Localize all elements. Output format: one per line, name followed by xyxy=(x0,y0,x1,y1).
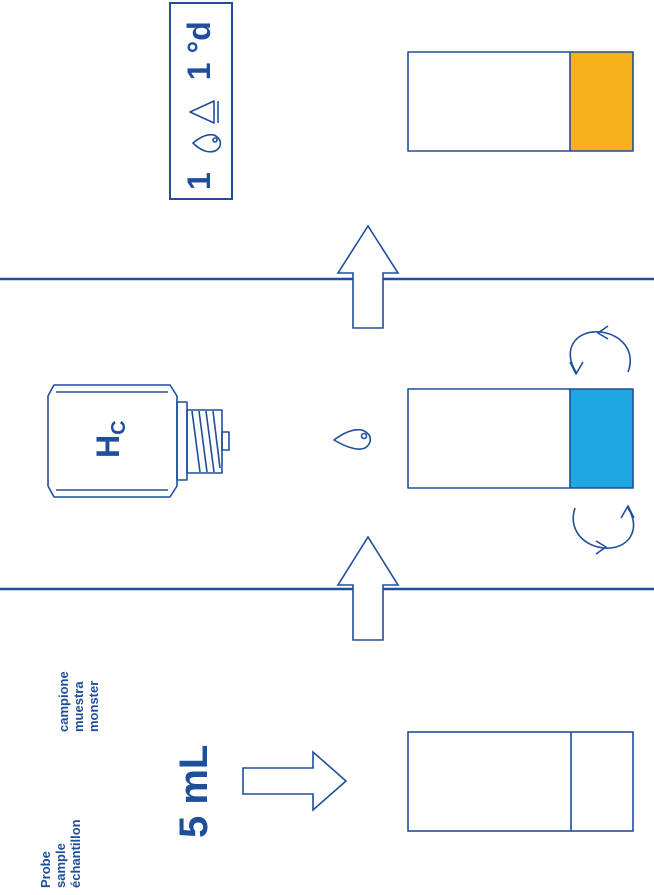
test-tube-icon xyxy=(407,388,634,489)
result-box xyxy=(169,2,233,200)
drop-icon xyxy=(333,428,372,450)
test-tube-icon xyxy=(407,731,634,832)
blue-reagent-fill xyxy=(570,389,633,488)
arrow-icon xyxy=(336,224,400,329)
drop-icon xyxy=(192,133,222,153)
reagent-bottle-icon xyxy=(47,384,230,498)
rotate-icon xyxy=(572,505,635,555)
rotate-icon xyxy=(569,325,632,375)
equivalence-icon xyxy=(189,100,219,124)
arrow-icon xyxy=(242,750,348,812)
test-tube-icon xyxy=(407,51,634,152)
orange-result-fill xyxy=(570,52,633,151)
arrow-icon xyxy=(336,535,400,641)
